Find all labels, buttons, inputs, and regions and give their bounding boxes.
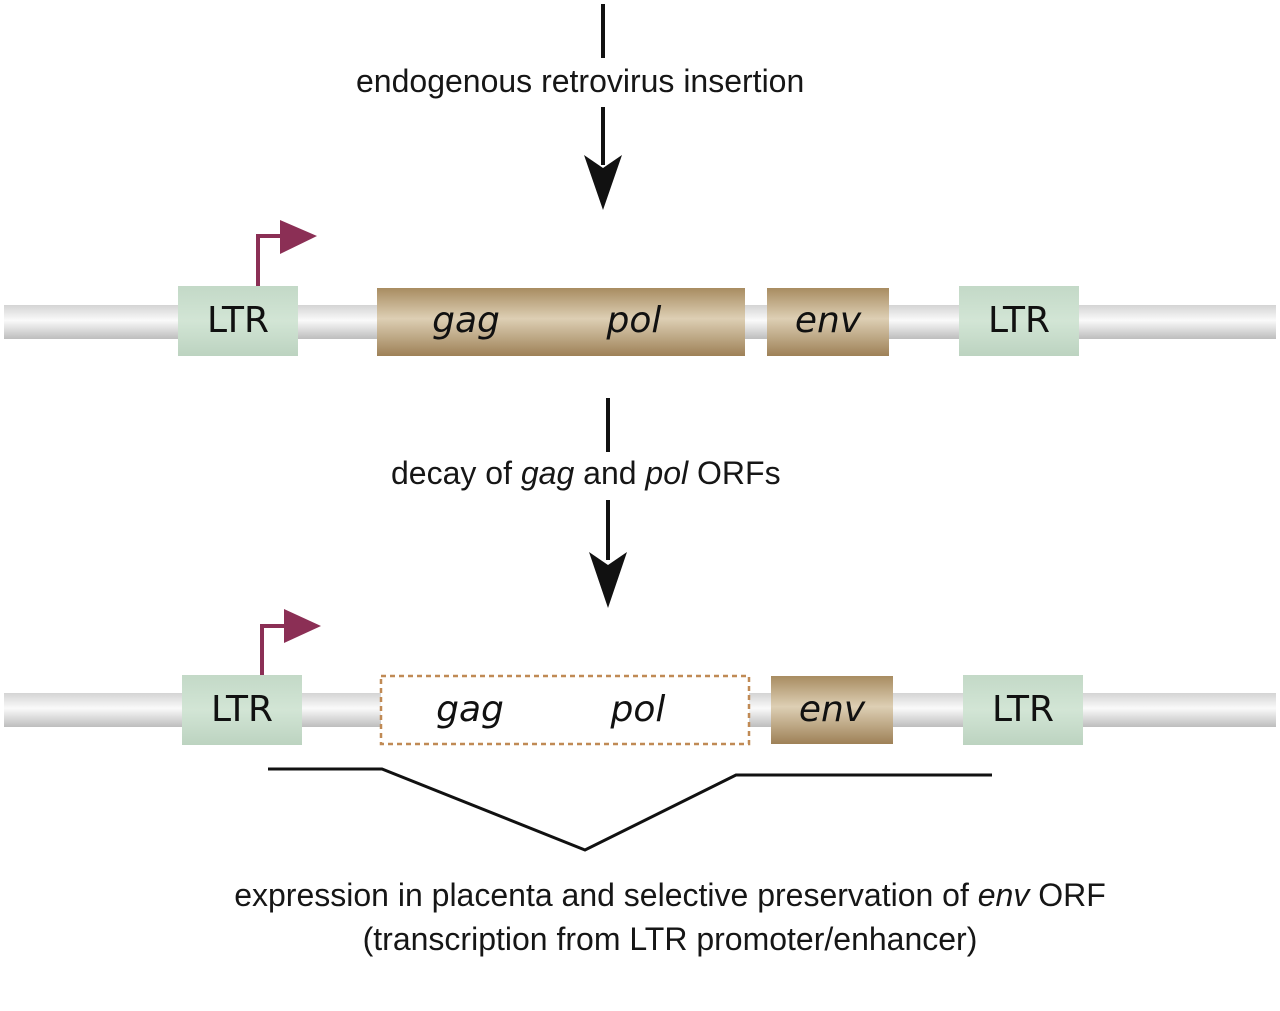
decay-caption: decay of gag and pol ORFs	[391, 455, 781, 492]
ltr-right-label: LTR	[987, 300, 1051, 341]
insertion-arrow	[584, 4, 622, 210]
provirus-row-1	[4, 220, 1276, 356]
ltr-right-box	[959, 286, 1079, 356]
ltr-left-label: LTR	[210, 689, 274, 730]
provirus-row-2	[4, 609, 1276, 746]
gag-pol-box	[377, 288, 745, 356]
ltr-right-label: LTR	[991, 689, 1055, 730]
splice-line	[268, 767, 992, 852]
pol-label: pol	[610, 689, 666, 730]
expression-text-1: expression in placenta and selective pre…	[234, 877, 978, 913]
decayed-gag-pol-box	[379, 674, 751, 746]
env-box	[771, 676, 893, 744]
env-label: env	[798, 689, 866, 730]
expression-caption-line-2: (transcription from LTR promoter/enhance…	[0, 921, 1280, 958]
gag-label: gag	[436, 689, 504, 730]
decay-caption-text-3: ORFs	[688, 455, 781, 491]
gag-label: gag	[432, 300, 500, 341]
ltr-left-label: LTR	[206, 300, 270, 341]
expression-env: env	[977, 877, 1030, 913]
decay-caption-gag: gag	[520, 455, 575, 491]
decay-caption-text-2: and	[574, 455, 646, 491]
promoter-arrow-icon	[260, 609, 321, 675]
ltr-left-box	[182, 675, 302, 745]
decay-caption-text-1: decay of	[391, 455, 521, 491]
env-label: env	[794, 300, 862, 341]
decay-caption-pol: pol	[645, 455, 689, 491]
ltr-right-box	[963, 675, 1083, 745]
insertion-caption-text: endogenous retrovirus insertion	[356, 63, 805, 99]
ltr-left-box	[178, 286, 298, 356]
pol-label: pol	[606, 300, 662, 341]
env-box	[767, 288, 889, 356]
insertion-caption: endogenous retrovirus insertion	[356, 63, 804, 100]
expression-text-2: ORF	[1029, 877, 1106, 913]
expression-text-3: (transcription from LTR promoter/enhance…	[362, 921, 978, 957]
expression-caption-line-1: expression in placenta and selective pre…	[0, 877, 1280, 914]
promoter-arrow-icon	[256, 220, 317, 286]
decay-arrow	[589, 398, 627, 608]
